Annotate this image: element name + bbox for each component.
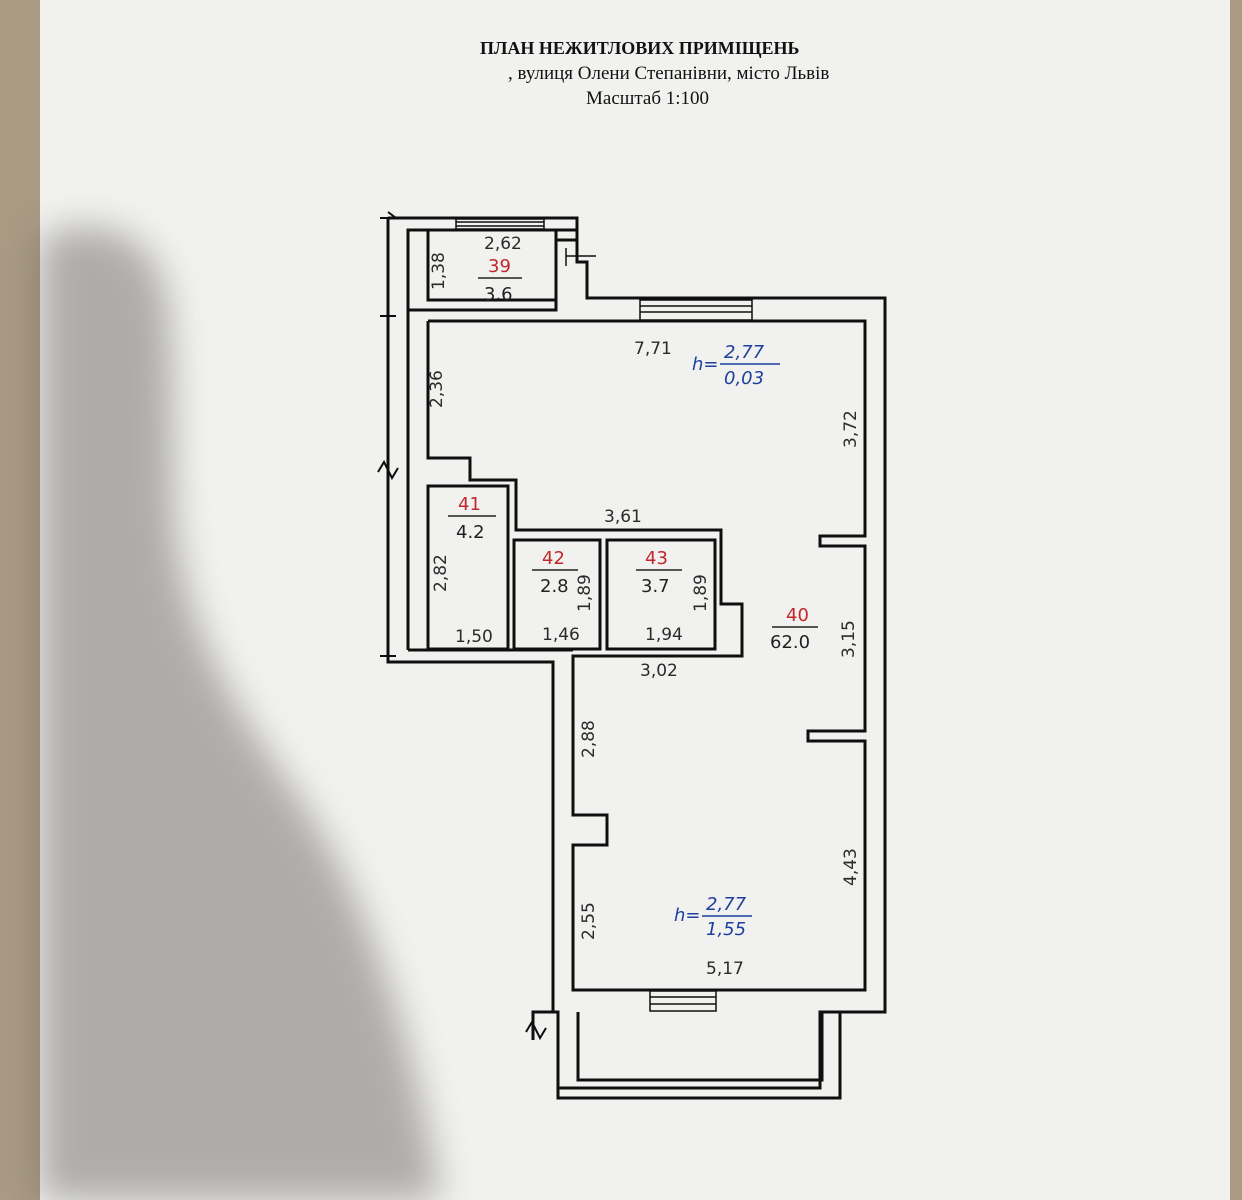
dim-r43-height: 1,89 <box>691 574 711 612</box>
height-prefix-lower: h= <box>674 905 701 926</box>
room-43-number: 43 <box>645 548 668 569</box>
dim-corridor-width: 3,61 <box>604 507 642 527</box>
dim-r41-height: 2,82 <box>431 554 451 592</box>
room-39-area: 3.6 <box>484 284 513 305</box>
break-marks <box>377 211 547 1041</box>
room-42-number: 42 <box>542 548 565 569</box>
scale-label: Масштаб 1:100 <box>586 88 710 109</box>
dim-r42-width: 1,46 <box>542 625 580 645</box>
room-40-area: 62.0 <box>770 632 810 653</box>
dim-r42-height: 1,89 <box>575 574 595 612</box>
dim-bottom-length: 5,17 <box>706 959 744 979</box>
level-value-upper: 0,03 <box>724 368 764 389</box>
room-40-inner <box>426 319 867 992</box>
dim-right-upper: 3,72 <box>841 410 861 448</box>
room-40-number: 40 <box>786 605 809 626</box>
address-line: , вулиця Олени Степанівни, місто Львів <box>508 63 830 84</box>
room-43-walls <box>605 538 717 651</box>
dim-right-middle: 3,15 <box>839 620 859 658</box>
dimension-labels: 2,62 1,38 7,71 2,36 3,72 2,82 1,50 3,61 … <box>427 234 861 979</box>
balcony-outer <box>556 1012 842 1100</box>
window-room-39 <box>455 218 545 230</box>
break-mark-1 <box>380 211 399 219</box>
height-value-upper: 2,77 <box>724 342 765 363</box>
level-value-lower: 1,55 <box>706 919 746 940</box>
room-labels: 39 3.6 41 4.2 42 2.8 43 3.7 40 62.0 <box>448 256 818 653</box>
room-43-area: 3.7 <box>641 576 670 597</box>
dim-left-lower-a: 2,88 <box>579 720 599 758</box>
dim-r39-height: 1,38 <box>429 252 449 290</box>
window-bottom <box>649 990 717 1012</box>
height-value-lower: 2,77 <box>706 894 747 915</box>
height-prefix-upper: h= <box>692 354 719 375</box>
room-42-area: 2.8 <box>540 576 569 597</box>
dim-r43-width: 1,94 <box>645 625 683 645</box>
height-marks: h= 2,77 0,03 h= 2,77 1,55 <box>674 342 780 940</box>
room-41-number: 41 <box>458 494 481 515</box>
window-top <box>639 299 753 321</box>
dim-top-length: 7,71 <box>634 339 672 359</box>
dim-right-lower: 4,43 <box>841 848 861 886</box>
room-41-area: 4.2 <box>456 522 485 543</box>
balcony-inner <box>576 1012 824 1082</box>
plan-title: ПЛАН НЕЖИТЛОВИХ ПРИМІЩЕНЬ <box>480 38 800 58</box>
break-mark-5 <box>525 1019 547 1041</box>
room-39-number: 39 <box>488 256 511 277</box>
dim-r41-width: 1,50 <box>455 627 493 647</box>
dim-lower-top: 3,02 <box>640 661 678 681</box>
outer-wall-left <box>386 218 555 1012</box>
dim-r39-width: 2,62 <box>484 234 522 254</box>
dim-left-upper: 2,36 <box>427 370 447 408</box>
windows <box>455 218 753 1012</box>
dim-left-lower-b: 2,55 <box>579 902 599 940</box>
